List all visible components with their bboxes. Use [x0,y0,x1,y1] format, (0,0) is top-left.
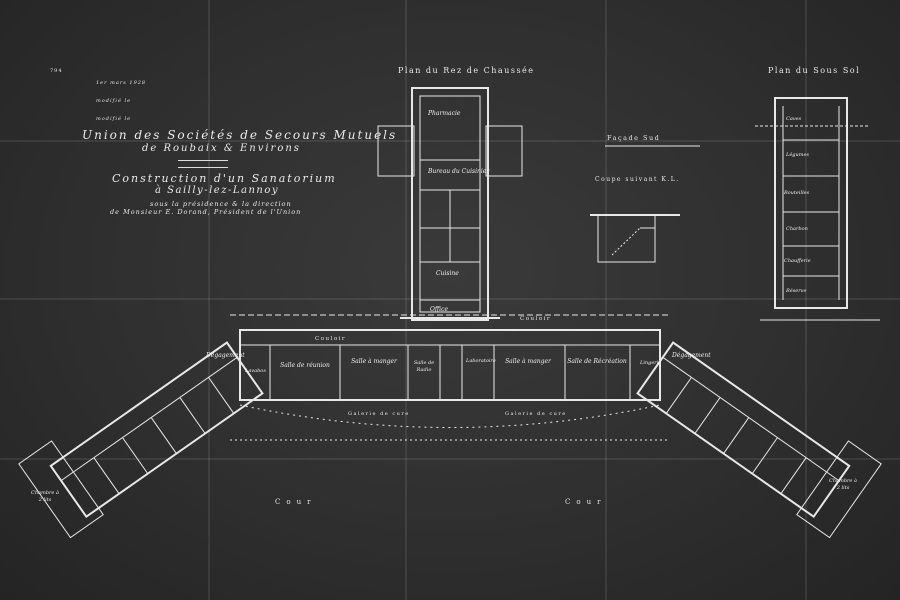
corridor-top-label: Couloir [520,316,552,322]
basement-plan [755,97,880,321]
room-storage: Réserve [786,288,807,294]
organization-subtitle: de Roubaix & Environs [142,143,301,154]
room-kitchen: Cuisine [436,270,459,277]
corridor-label: Couloir [315,336,347,342]
organization-title: Union des Sociétés de Secours Mutuels [82,128,398,142]
main-wing [230,314,670,441]
fold-line [208,0,210,600]
project-location: à Sailly-lez-Lannoy [155,185,279,196]
fold-line [605,0,607,600]
date-2: modifié le [96,98,132,104]
court-right-label: Cour [565,498,607,506]
date-1: 1er mars 1928 [96,80,147,86]
fold-line [0,140,900,142]
room-chef: Bureau du Cuisinier [428,168,490,175]
room-cellar-4: Charbon [786,226,808,232]
room-bedroom-left: Chambre à 2 lits [31,490,59,503]
room-pharmacy: Pharmacie [428,110,461,117]
gallery-left-label: Galerie de cure [348,411,410,417]
fold-line [0,458,900,460]
room-cellar-1: Caves [786,116,802,122]
left-wing [18,341,264,539]
central-wing [377,87,523,321]
stamp-number: 794 [50,68,63,74]
gallery-right-label: Galerie de cure [505,411,567,417]
revision-dates: 1er mars 1928 modifié le modifié le [96,68,146,134]
court-left-label: Cour [275,498,317,506]
basement-title: Plan du Sous Sol [768,66,861,75]
room-disengagement-left: Dégagement [206,352,245,359]
room-disengagement-right: Dégagement [672,352,711,359]
ground-floor-title: Plan du Rez de Chaussée [398,66,535,75]
room-radiography: Salle de Radio [413,360,435,373]
section-title: Coupe suivant K.L. [595,176,680,183]
room-pantry: Office [430,306,448,313]
room-reunion: Salle de réunion [280,362,330,369]
date-3: modifié le [96,116,132,122]
room-bedroom-right: Chambre à 2 lits [829,478,857,491]
fold-line [805,0,807,600]
right-wing [636,341,882,539]
room-wc: Lavabos [245,368,266,374]
project-title: Construction d'un Sanatorium [112,172,337,185]
section-drawing [590,214,680,263]
room-dining-right: Salle à manger [505,358,551,365]
room-cellar-3: Bouteilles [784,190,810,196]
room-linen: Lingerie [640,360,662,366]
room-boiler: Chaufferie [784,258,811,264]
title-ornament [178,160,228,168]
presidency-line: sous la présidence & la direction [150,200,292,208]
fold-line [0,298,900,300]
presidency-name: de Monsieur E. Dorand, Président de l'Un… [110,208,302,216]
room-recreation: Salle de Récréation [567,358,627,365]
room-laboratory: Laboratoire [466,358,496,364]
fold-line [405,0,407,600]
room-dining-left: Salle à manger [351,358,397,365]
facade-title: Façade Sud [607,134,661,142]
room-cellar-2: Légumes [786,152,809,158]
